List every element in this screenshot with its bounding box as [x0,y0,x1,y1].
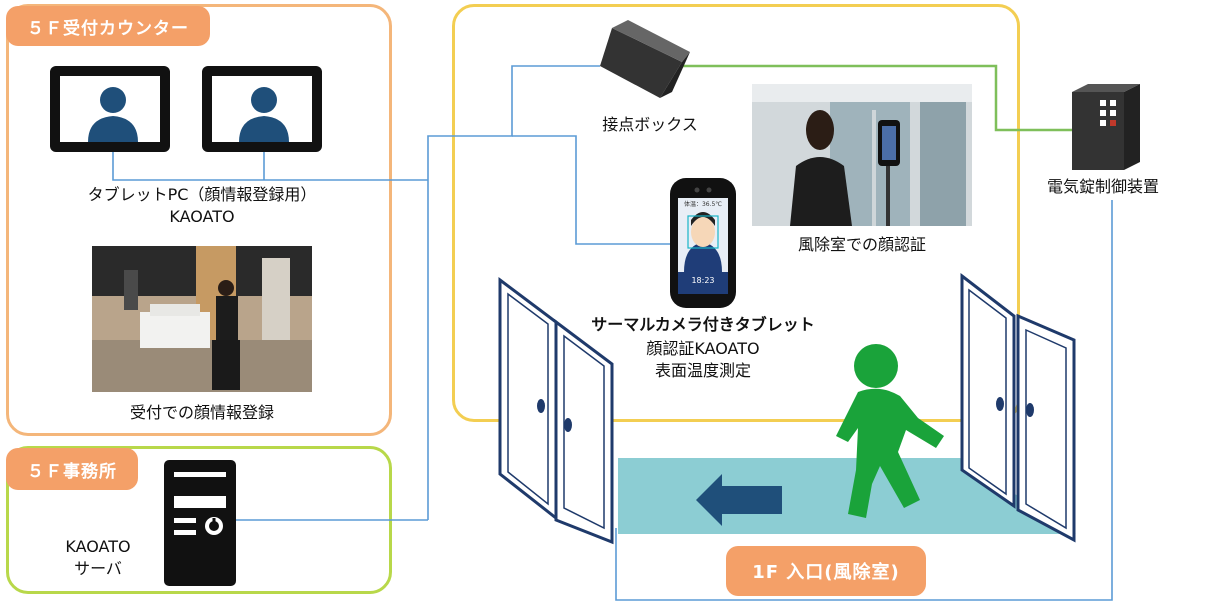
thermal-tablet-line-3: 表面温度測定 [654,361,751,380]
server-icon [164,460,236,586]
thermal-tablet-line-2: 顔認証KAOATO [646,339,760,358]
server-label: サーバ [74,559,122,578]
reception-photo [92,246,312,392]
zone-tag-1f-entrance: 1F 入口(風除室) [726,546,926,596]
entrance-photo [752,84,972,226]
walking-person-icon [836,344,944,518]
right-door-icon [960,272,1076,543]
contact-box-label: 接点ボックス [602,115,698,134]
reception-photo-caption: 受付での顔情報登録 [129,403,274,422]
zone-tag-5f-office: ５Ｆ事務所 [6,448,138,490]
zone-5f-reception [6,4,392,436]
zone-1f-entrance [452,4,1020,422]
direction-arrow-icon [696,474,782,526]
tablet-pc-icon [50,66,170,152]
lock-controller-label: 電気錠制御装置 [1046,177,1159,196]
tablet-screen-temperature: 体温：36.5℃ [683,201,723,208]
tablet-screen-time: 18:23 [691,276,715,285]
walkway-floor [618,458,1076,534]
thermal-tablet-icon [670,178,736,308]
lock-controller-icon [1072,84,1140,170]
tablet-pc-icon [202,66,322,152]
tablet-pc-label: タブレットPC（顔情報登録用） [87,185,317,204]
tablet-pc-product-label: KAOATO [169,207,235,226]
network-lines [112,65,1113,601]
server-product-label: KAOATO [65,537,131,556]
entrance-photo-caption: 風除室での顔認証 [797,235,926,254]
left-door-icon [498,277,614,545]
zone-tag-5f-reception: ５Ｆ受付カウンター [6,6,210,46]
contact-box-icon [600,20,690,98]
control-line [680,64,1072,132]
thermal-tablet-title: サーマルカメラ付きタブレット [591,315,815,334]
